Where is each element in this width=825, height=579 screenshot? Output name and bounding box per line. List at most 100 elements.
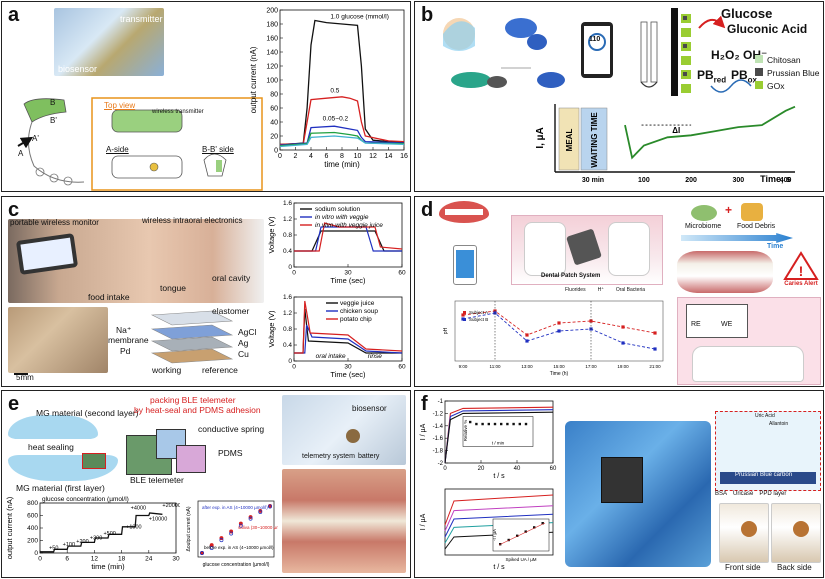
- x-tick-label: 300: [732, 177, 744, 184]
- legend-text-1: in vitro with veggie: [315, 214, 369, 221]
- pacifier-illustration: [443, 18, 613, 88]
- panel-e-label: e: [8, 393, 20, 415]
- reference-label: reference: [202, 365, 238, 375]
- step-annot-1: +100: [63, 542, 75, 548]
- legend-text-0: sodium solution: [315, 206, 361, 213]
- y-axis-label: I / µA: [420, 513, 427, 530]
- panel-e-chart-calib: after exp. in AS (4~10000 µmol/l)saliva …: [186, 500, 278, 568]
- x-tick-label: 17:00: [585, 364, 597, 369]
- inset-point: [493, 422, 497, 426]
- battery-label: battery: [358, 453, 380, 460]
- svg-text:!: !: [799, 263, 804, 279]
- na-label: Na⁺: [116, 325, 132, 335]
- pb-red-text: PB: [697, 68, 714, 82]
- legend-text-2: in vivo with veggie juice: [315, 222, 383, 229]
- ble-chip-small: [82, 453, 106, 469]
- rinse-annot: rinse: [368, 353, 382, 360]
- inset-point: [500, 422, 503, 426]
- packing2-label: by heat-seal and PDMS adhesion: [134, 405, 261, 415]
- inset-ylabel: -I / µA: [492, 529, 497, 541]
- series-line-2: [279, 125, 405, 146]
- sensor-strip: [640, 21, 658, 88]
- panel-a-label: a: [8, 4, 20, 26]
- x-tick-label: 100: [638, 177, 650, 184]
- series-line-1: [279, 96, 405, 146]
- x-tick-label: 30: [344, 364, 352, 371]
- legend-prussian: Prussian Blue: [755, 67, 819, 80]
- coin-back: [793, 521, 809, 537]
- step-annot-2: +200: [76, 539, 88, 545]
- plot-frame: [444, 488, 554, 556]
- inset-point: [541, 522, 544, 525]
- legend-text-0: Subject A: [469, 310, 488, 315]
- step-annot-5: +1000: [126, 525, 141, 531]
- y-tick-label: 200: [27, 538, 38, 545]
- battery-disc: [346, 429, 360, 443]
- food-debris-label: Food Debris: [737, 223, 776, 230]
- x-tick-label: 400: [780, 177, 792, 184]
- x-axis-label: Time (sec): [330, 370, 366, 379]
- x-tick-label: 12: [91, 556, 99, 563]
- mg-top-layer: [8, 415, 98, 439]
- x-axis-label: t / s: [493, 564, 505, 571]
- x-tick-label: 24: [145, 556, 153, 563]
- y-tick-label: 100: [266, 77, 278, 84]
- series-line-2: [444, 513, 554, 538]
- waiting-box: [580, 107, 608, 171]
- tooth-right: [608, 222, 650, 276]
- monitor-label: portable wireless monitor: [10, 218, 99, 227]
- series-point-0: [525, 333, 529, 337]
- panel-b: b 110 Glucose Gluconic Acid H₂O₂ OH⁻: [414, 1, 824, 192]
- y-tick-label: 200: [266, 7, 278, 14]
- phone-value: 110: [589, 36, 601, 43]
- plot-frame: [279, 9, 405, 151]
- oral-cavity-label: oral cavity: [212, 273, 251, 283]
- y-tick-label: -1.2: [433, 411, 444, 417]
- series-line-2: [294, 300, 403, 354]
- y-tick-label: -1.4: [433, 424, 444, 430]
- annotation-2: 0.5: [330, 88, 339, 95]
- we-label: WE: [721, 321, 733, 328]
- electrode-panel: [677, 297, 821, 385]
- pb-ox-sub: ox: [747, 75, 758, 85]
- biosensor-e-label: biosensor: [352, 404, 387, 413]
- legend-fluorides: Fluorides: [565, 287, 586, 293]
- oral-intake-annot: oral intake: [316, 353, 346, 360]
- inset-point: [516, 534, 519, 537]
- x-axis-label: time (min): [324, 160, 360, 169]
- x-tick-label: 30: [172, 556, 180, 563]
- microbiome-label: Microbiome: [685, 223, 722, 230]
- diagram-aprime-label: A': [32, 134, 39, 143]
- calib-point-1: [219, 538, 224, 543]
- calib-point-1: [248, 516, 253, 521]
- smile-photo: [677, 251, 773, 293]
- series-point-0: [653, 331, 657, 335]
- teeth-graphic: [445, 209, 483, 215]
- y-tick-label: 80: [270, 91, 278, 98]
- ble-battery: [156, 429, 186, 459]
- f-legend: BSA Uricase PPD layer: [715, 491, 786, 497]
- legend-text-0: veggie juice: [340, 300, 375, 307]
- legend-swatch-1: [463, 318, 466, 321]
- diagram-b-label: B: [50, 98, 56, 107]
- sensor-board: [601, 457, 643, 503]
- re-label: RE: [691, 321, 701, 328]
- wireless-transmitter-label: wireless transmitter: [152, 109, 204, 115]
- x-tick-label: 21:00: [649, 364, 661, 369]
- legend-bacteria: Oral Bacteria: [615, 287, 646, 293]
- biosensor-label: biosensor: [58, 64, 98, 74]
- panel-a: a transmitter biosensor B B' A' A Top vi…: [1, 1, 411, 192]
- uricase-legend: Uricase: [733, 491, 754, 497]
- inset-legend: Fluorides H⁺ Oral Bacteria: [565, 287, 645, 293]
- heat-sealing-label: heat sealing: [28, 442, 74, 452]
- membrane-label: membrane: [108, 335, 149, 345]
- diagram-a-label: A: [18, 149, 24, 158]
- series-line-0: [624, 105, 796, 160]
- series-point-1: [525, 339, 529, 343]
- series-line-0: [279, 19, 405, 146]
